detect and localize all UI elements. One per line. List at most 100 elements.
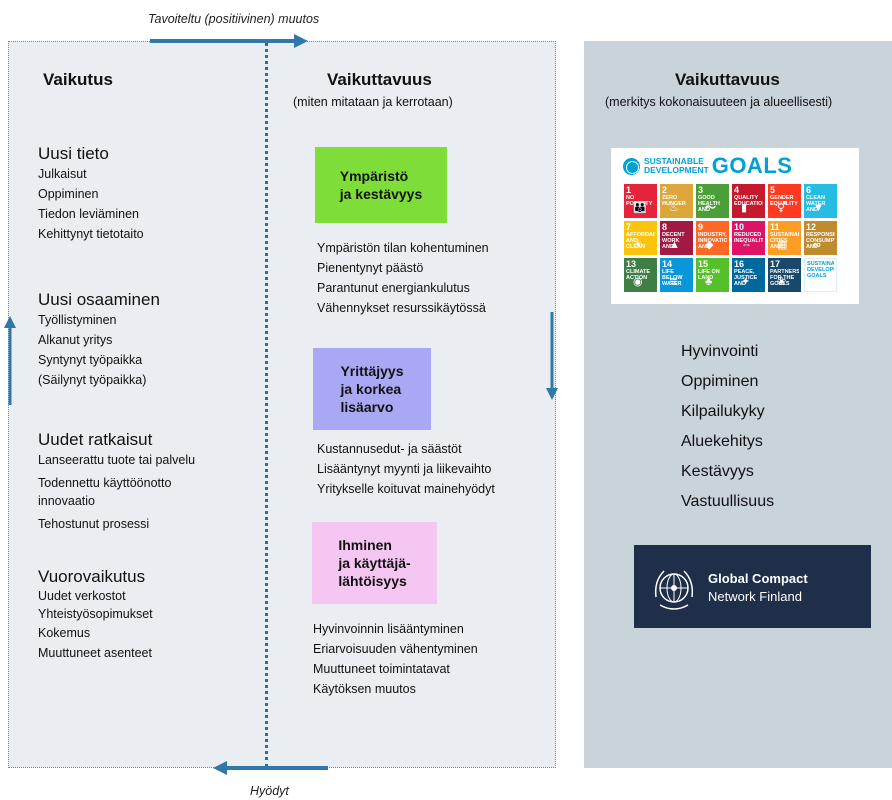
sdg-goals-wordmark: GOALS [711, 153, 793, 178]
sdg-tile-label: PARTNERSHIPS FOR THE GOALS [770, 269, 799, 287]
group-title: Uusi osaaminen [38, 290, 160, 309]
list-item: Muuttuneet asenteet [38, 646, 152, 660]
sdg-tile-number: 3 [698, 185, 704, 195]
list-item: Kehittynyt tietotaito [38, 227, 144, 241]
sdg-small-line: SUSTAINABLE [644, 156, 704, 166]
sdg-tile-number: 12 [806, 222, 817, 232]
sdg-tile-number: 9 [698, 222, 704, 232]
sdg-tile-number: 13 [626, 259, 637, 269]
sdg-tile: 7AFFORDABLE AND CLEAN ENERGY☀ [624, 221, 657, 255]
sdg-tile-number: 11 [770, 222, 780, 232]
list-item: innovaatio [38, 494, 95, 508]
group-title: Vuorovaikutus [38, 567, 146, 586]
box-label-line: ja käyttäjä- [338, 555, 411, 571]
list-item: Pienentynyt päästö [317, 261, 424, 275]
un-globe-icon [623, 157, 640, 175]
sdg-tile-number: 10 [734, 222, 745, 232]
global-compact-subtitle: Network Finland [708, 589, 802, 604]
list-item: Oppiminen [38, 187, 99, 201]
sdg-tile-icon: ☀ [633, 239, 643, 251]
sdg-tile-label: CLEAN WATER AND SANITATION [806, 195, 826, 213]
sdg-tile-number: 2 [662, 185, 668, 195]
sdg-tile-icon: ♨ [669, 202, 679, 214]
sdg-tile: SUSTAINABLE DEVELOPMENT GOALS [804, 258, 837, 292]
arrow-left-bottom [213, 761, 328, 775]
sdg-tile-icon: ▮ [741, 202, 748, 214]
group-vuorovaikutus: Vuorovaikutus Uudet verkostot Yhteistyös… [38, 567, 153, 663]
box-label-line: ja korkea [340, 381, 402, 397]
sdg-tile-number: 15 [698, 259, 709, 269]
group-uudet-ratkaisut: Uudet ratkaisut Lanseerattu tuote tai pa… [38, 430, 195, 534]
sdg-tile-number: 16 [734, 259, 745, 269]
middle-column-subtitle: (miten mitataan ja kerrotaan) [293, 95, 453, 109]
sdg-tile-number: 14 [662, 259, 673, 269]
sdg-tile-label: REDUCED INEQUALITIES [734, 232, 763, 244]
sdg-tile-icon: ❀ [777, 276, 787, 288]
sdg-tile-label: DECENT WORK AND ECONOMIC GROWTH [662, 232, 685, 250]
un-emblem-icon [654, 570, 694, 610]
list-item: Vähennykset resurssikäytössä [317, 301, 486, 315]
sdg-tile-icon: ▲ [669, 239, 680, 251]
list-item: Julkaisut [38, 167, 87, 181]
box-label-line: lisäarvo [340, 399, 394, 415]
list-item: Alkanut yritys [38, 333, 113, 347]
box-label-line: ja kestävyys [339, 186, 423, 202]
value-list: Hyvinvointi Oppiminen Kilpailukyky Aluek… [681, 337, 774, 517]
list-item: Todennettu käyttöönotto [38, 476, 172, 490]
category-box-environment: Ympäristö ja kestävyys [315, 147, 447, 223]
group-uusi-osaaminen: Uusi osaaminen Työllistyminen Alkanut yr… [38, 290, 160, 390]
sdg-tile-number: 8 [662, 222, 668, 232]
value-item: Vastuullisuus [681, 493, 775, 510]
sdg-tile-icon: ◉ [633, 276, 643, 288]
sdg-tile-label: AFFORDABLE AND CLEAN ENERGY [626, 232, 655, 250]
value-item: Hyvinvointi [681, 343, 759, 360]
left-column-title: Vaikutus [43, 70, 113, 89]
sdg-tile-number: 4 [734, 185, 740, 195]
value-item: Aluekehitys [681, 433, 763, 450]
sdg-small-line: DEVELOPMENT [644, 165, 709, 175]
category-box-entrepreneurship: Yrittäjyys ja korkea lisäarvo [313, 348, 431, 430]
list-item: Lanseerattu tuote tai palvelu [38, 453, 196, 467]
list-item: Käytöksen muutos [313, 682, 416, 696]
sdg-tile: 11SUSTAINABLE CITIES AND COMMUNITIES▦ [768, 221, 801, 255]
sdg-tile-number: 1 [626, 185, 632, 195]
group-title: Uudet ratkaisut [38, 430, 153, 449]
list-item: Tiedon leviäminen [38, 207, 139, 221]
box-label-line: lähtöisyys [338, 573, 407, 589]
right-column-title: Vaikuttavuus [675, 70, 780, 89]
sdg-tile-icon: ⇔ [741, 239, 752, 251]
sdg-tile-label: ZERO HUNGER [662, 195, 686, 207]
top-caption: Tavoiteltu (positiivinen) muutos [148, 12, 320, 26]
sdg-tile-label: LIFE BELOW WATER [662, 269, 683, 287]
sdg-tile-number: 6 [806, 185, 812, 195]
list-item: Ympäristön tilan kohentuminen [317, 241, 489, 255]
sdg-tile-icon: ▼ [813, 202, 824, 214]
list-item: Syntynyt työpaikka [38, 353, 143, 367]
list-item: (Säilynyt työpaikka) [38, 373, 147, 387]
sdg-tile-label: LIFE ON LAND [698, 269, 720, 281]
list-item: Parantunut energiankulutus [317, 281, 470, 295]
sdg-header: SUSTAINABLE DEVELOPMENT GOALS [623, 153, 792, 179]
sdg-tile-number: 7 [626, 222, 632, 232]
list-item: Hyvinvoinnin lisääntyminen [313, 622, 464, 636]
sdg-tile-label: SUSTAINABLE CITIES AND COMMUNITIES [770, 232, 799, 250]
sdg-tile-number: 5 [770, 185, 776, 195]
value-item: Oppiminen [681, 373, 759, 390]
dotted-divider [265, 42, 268, 768]
sdg-tile-icon: 〜 [705, 202, 716, 214]
global-compact-logo: Global Compact Network Finland [634, 545, 871, 628]
sdg-tile-icon: ≋ [669, 276, 679, 288]
